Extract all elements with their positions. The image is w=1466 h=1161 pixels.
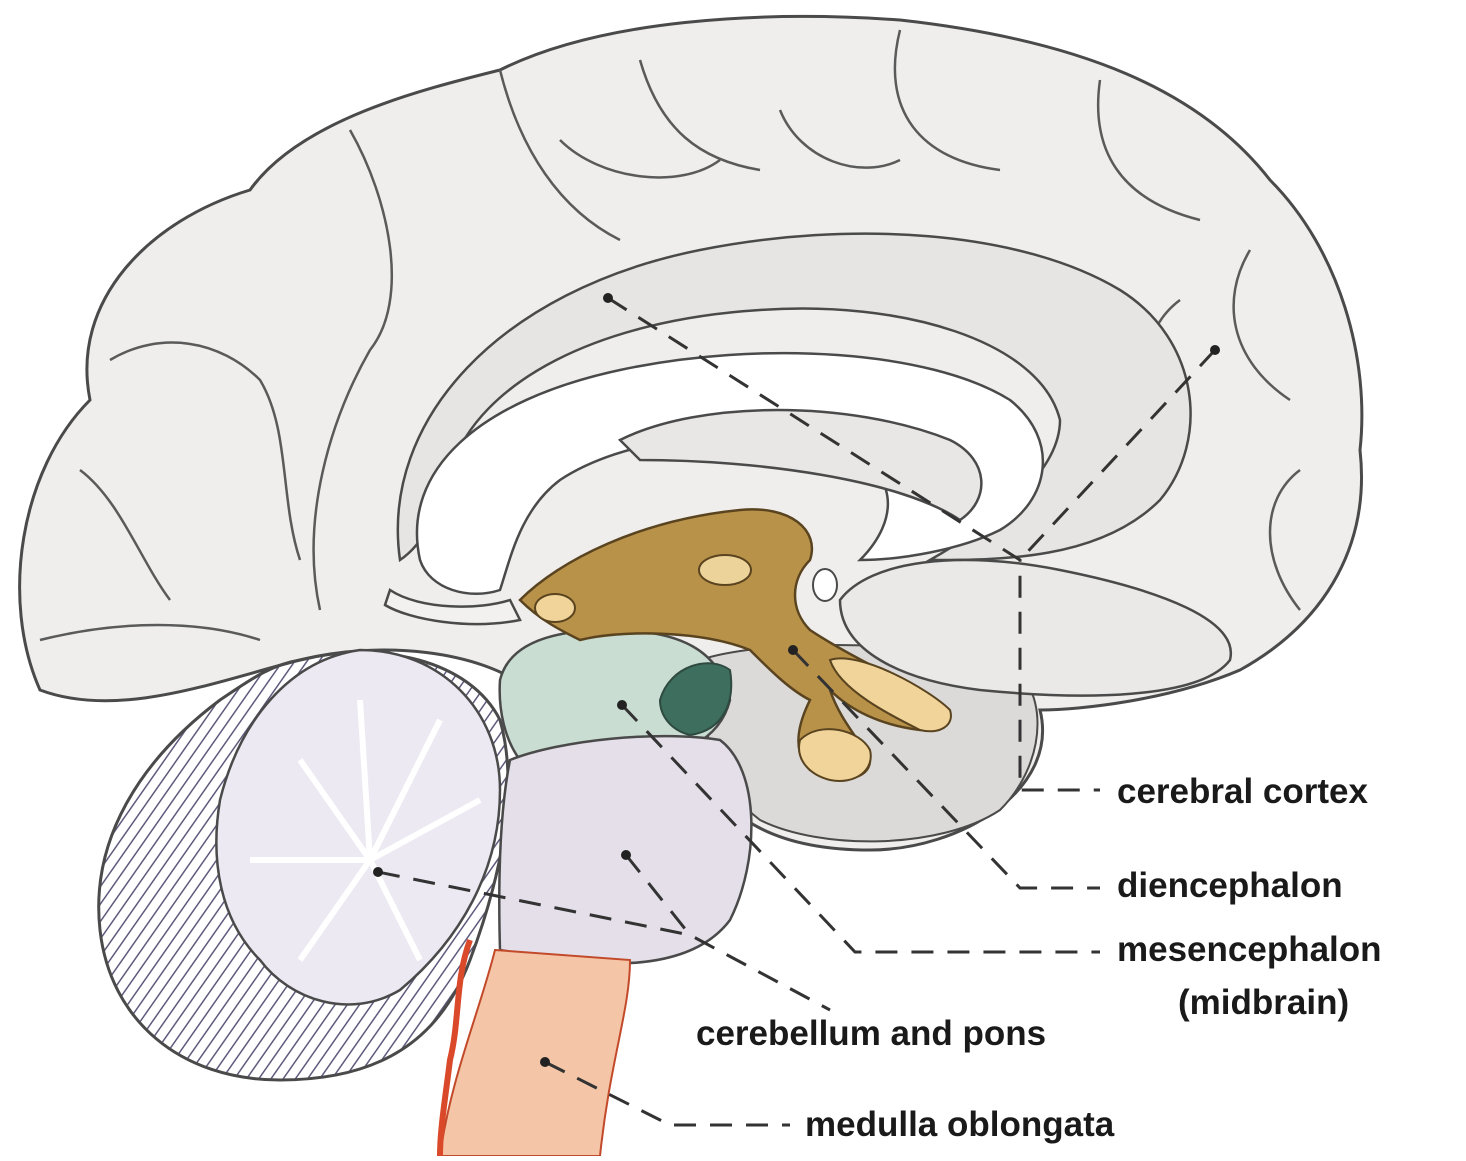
anterior-commissure <box>813 569 837 601</box>
label-medulla-oblongata: medulla oblongata <box>805 1107 1114 1142</box>
label-cerebral-cortex: cerebral cortex <box>1117 774 1368 809</box>
label-midbrain: (midbrain) <box>1178 985 1349 1020</box>
thalamus-adhesion <box>699 555 751 585</box>
label-diencephalon: diencephalon <box>1117 868 1343 903</box>
pons <box>499 736 751 964</box>
medulla-oblongata <box>440 950 630 1156</box>
label-cerebellum-and-pons: cerebellum and pons <box>696 1016 1046 1051</box>
label-mesencephalon: mesencephalon <box>1117 932 1382 967</box>
pineal-gland <box>535 594 575 622</box>
